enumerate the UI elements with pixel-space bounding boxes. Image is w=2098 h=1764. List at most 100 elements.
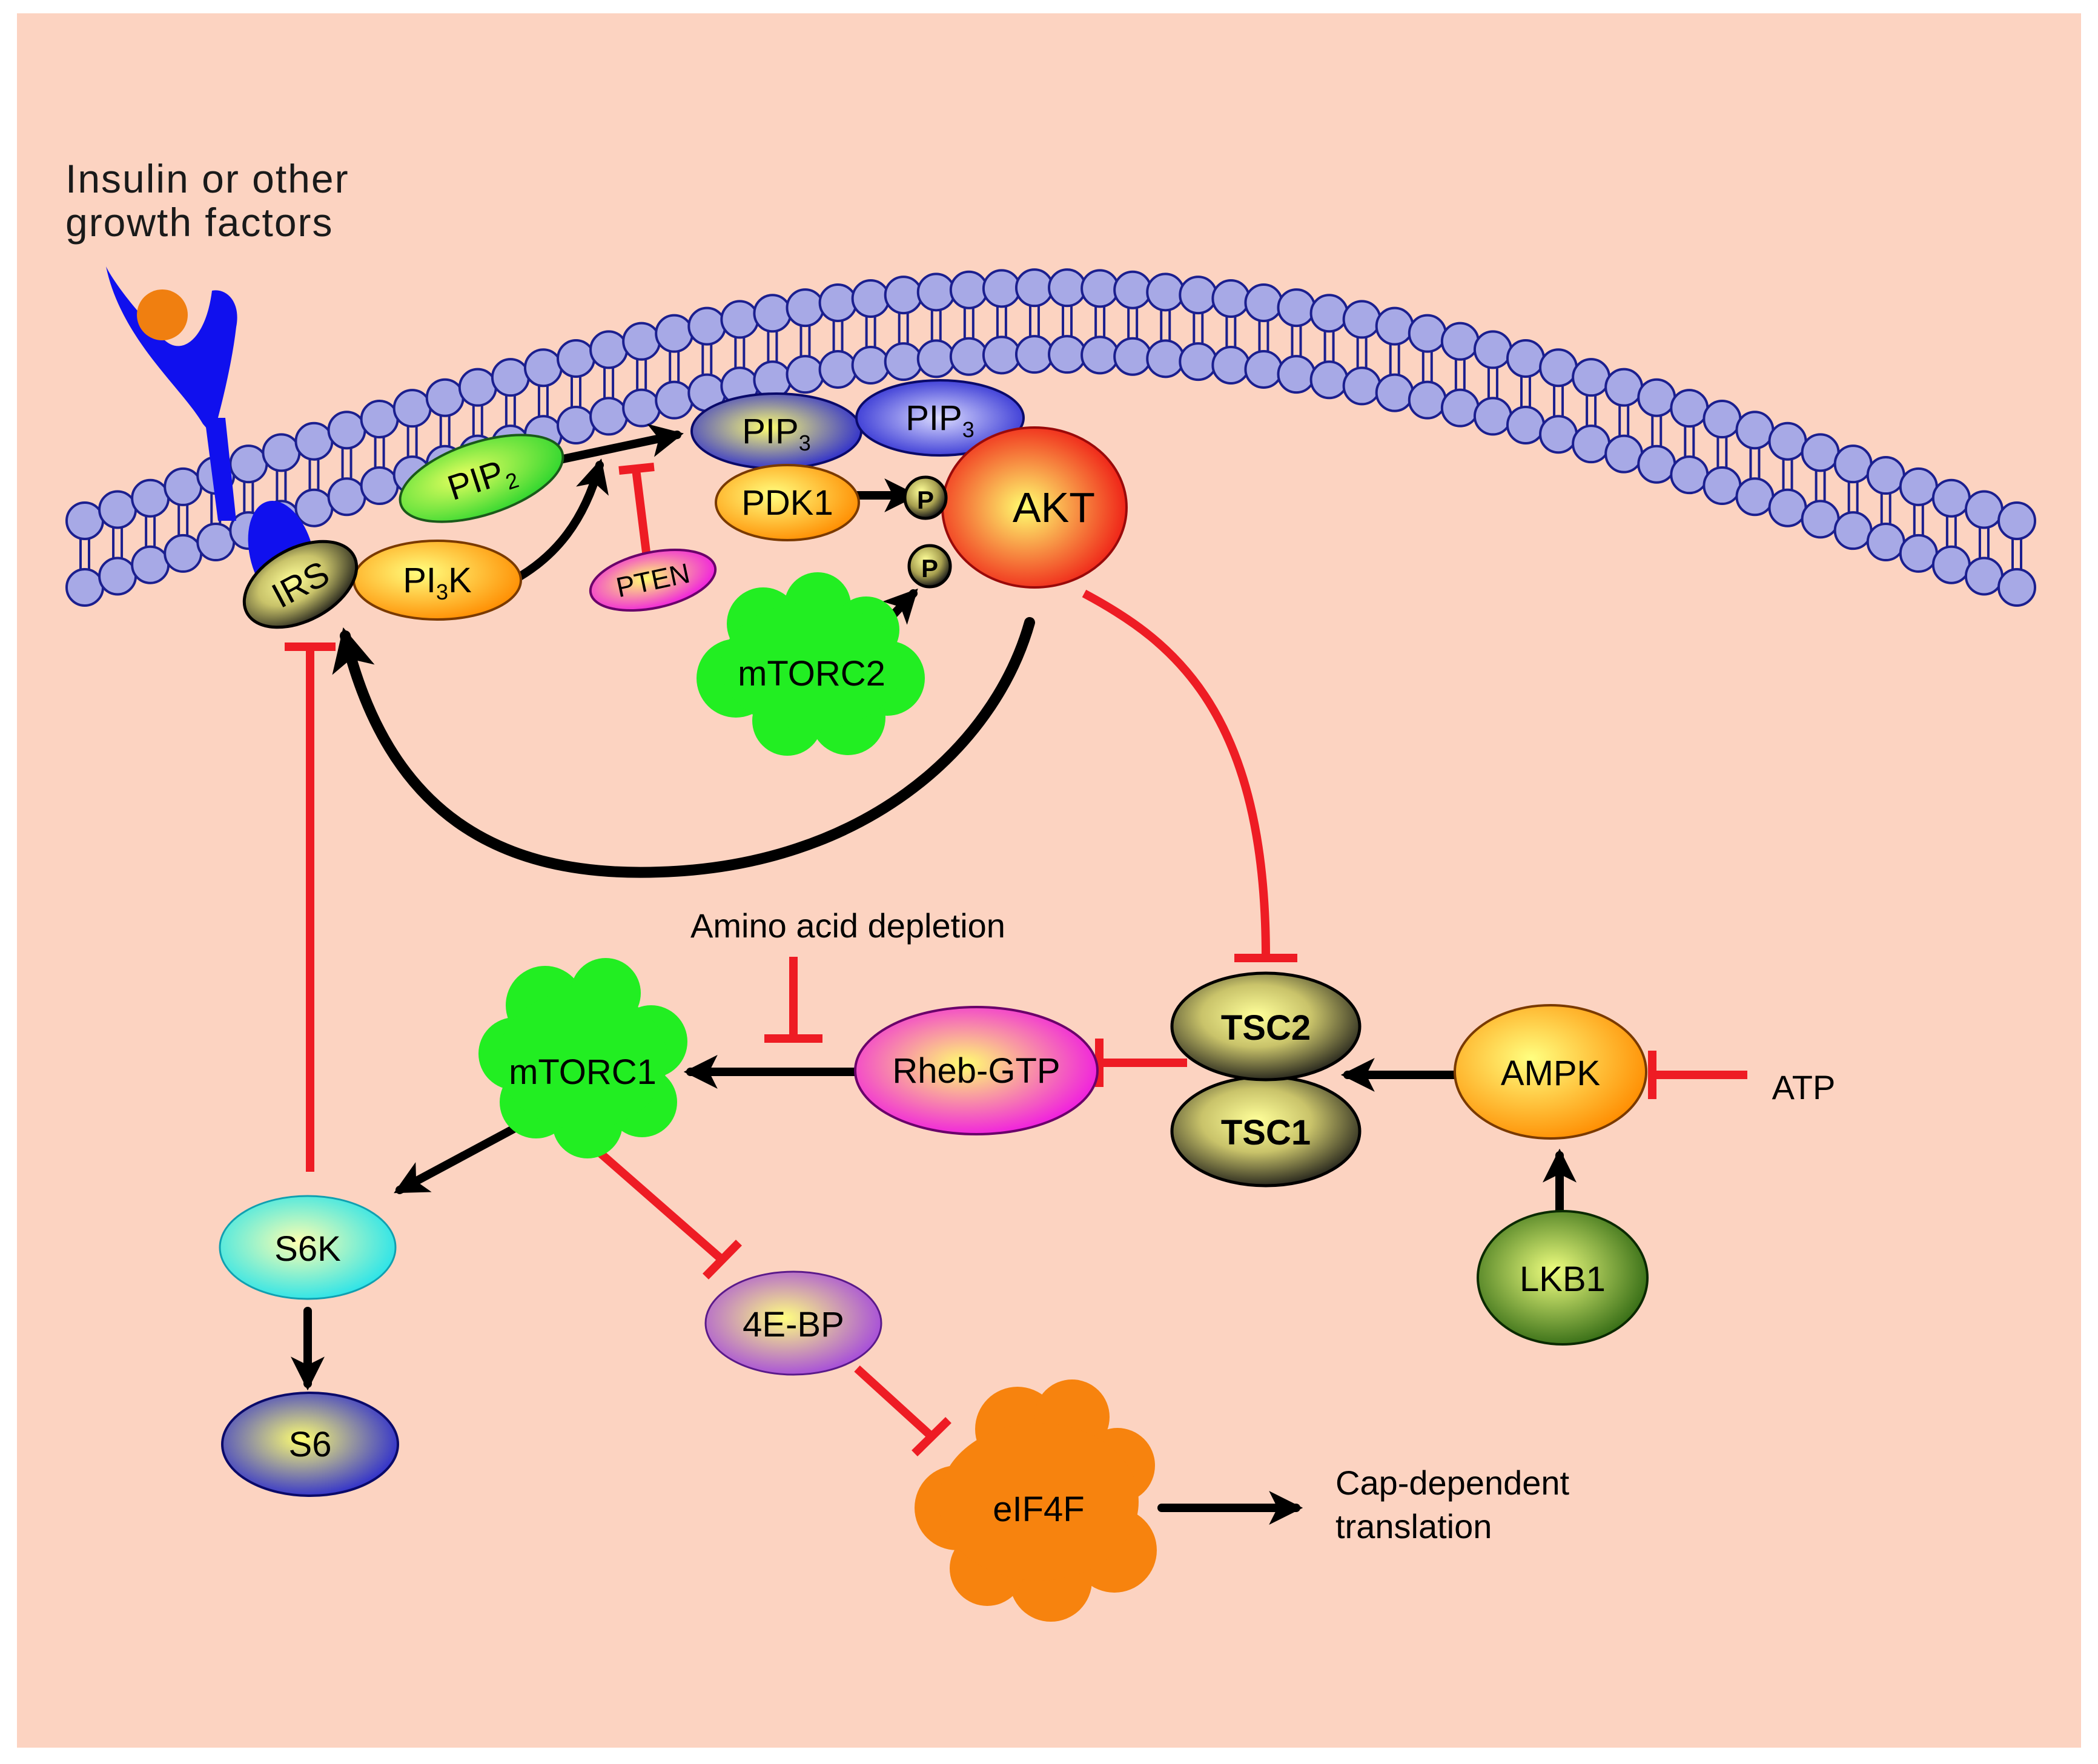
lipid-head <box>949 270 988 309</box>
pip2-to-pip3-arrow <box>553 423 684 464</box>
lipid-head <box>1866 523 1905 562</box>
lipid-head <box>1768 421 1807 461</box>
lipid-head <box>1179 276 1218 315</box>
phosphate-1: P <box>903 475 948 520</box>
pi3k-node[interactable]: PI3K <box>352 540 522 621</box>
4ebp-node[interactable]: 4E-BP <box>704 1270 882 1376</box>
s6-node[interactable]: S6 <box>221 1392 399 1497</box>
lipid-head <box>1244 283 1283 322</box>
pi3k-to-pip3-arrow <box>509 458 609 584</box>
lipid-head <box>916 273 956 312</box>
lipid-head <box>360 466 399 506</box>
lipid-head <box>523 348 563 388</box>
lipid-head <box>1801 500 1840 539</box>
lipid-head <box>392 389 432 428</box>
mtorc2-node[interactable]: mTORC2 <box>697 572 925 756</box>
4ebp-inhibits-eif4f-line <box>854 1365 951 1456</box>
lipid-head <box>982 335 1021 375</box>
lipid-head <box>1572 358 1611 397</box>
lipid-head <box>916 339 956 378</box>
rheb-gtp-node[interactable]: Rheb-GTP <box>854 1006 1099 1135</box>
lipid-head <box>1473 330 1512 369</box>
lipid-head <box>1539 415 1578 454</box>
lipid-head <box>1179 342 1218 382</box>
lipid-head <box>196 523 236 562</box>
lipid-head <box>949 337 988 376</box>
lipid-head <box>622 388 661 428</box>
lkb1-node[interactable]: LKB1 <box>1477 1210 1649 1346</box>
cap-dependent-translation-label: Cap-dependent translation <box>1335 1464 1579 1545</box>
lipid-head <box>753 294 792 333</box>
s6k-node[interactable]: S6K <box>219 1195 397 1300</box>
atp-label: ATP <box>1772 1068 1836 1106</box>
lipid-head <box>1899 467 1938 506</box>
lipid-head <box>982 269 1021 308</box>
lipid-head <box>1572 424 1611 464</box>
lipid-head <box>1309 360 1349 400</box>
lipid-head <box>1833 511 1873 550</box>
lipid-head <box>818 283 858 322</box>
lipid-head <box>1801 433 1840 472</box>
lipid-head <box>1408 380 1447 420</box>
lipid-head <box>131 545 170 584</box>
mtorc1-node[interactable]: mTORC1 <box>478 958 687 1158</box>
lipid-head <box>294 488 334 527</box>
lipid-head <box>786 355 825 394</box>
pip3-node-left[interactable]: PIP3 <box>690 392 862 470</box>
ampk-label: AMPK <box>1501 1054 1601 1093</box>
inhibition-lines <box>285 463 1747 1456</box>
lipid-head <box>786 288 825 328</box>
phosphate-2-label: P <box>921 554 938 583</box>
pdk1-node[interactable]: PDK1 <box>715 464 860 541</box>
phosphate-2: P <box>907 544 952 589</box>
tsc2-node[interactable]: TSC2 <box>1170 971 1362 1082</box>
ampk-node[interactable]: AMPK <box>1454 1004 1647 1140</box>
s6k-label: S6K <box>274 1229 341 1269</box>
lipid-head <box>1473 397 1512 436</box>
irs-node[interactable]: IRS <box>230 524 371 645</box>
eif4f-node[interactable]: eIF4F <box>915 1379 1157 1622</box>
lipid-head <box>851 279 890 318</box>
lipid-head <box>884 342 923 382</box>
lipid-head <box>1604 434 1644 474</box>
akt-node[interactable]: AKT <box>941 426 1128 589</box>
eif4f-label: eIF4F <box>993 1490 1085 1529</box>
mtorc1-inhibits-4ebp-line <box>598 1150 742 1280</box>
lipid-head <box>557 339 596 378</box>
4ebp-label: 4E-BP <box>743 1305 844 1344</box>
pip2-node[interactable]: PIP2 <box>389 418 573 540</box>
lipid-head <box>1997 501 2036 540</box>
lipid-head <box>655 380 694 420</box>
lipid-head <box>851 345 890 385</box>
tsc2-label: TSC2 <box>1221 1008 1311 1048</box>
lipid-head <box>1964 557 2004 596</box>
pten-node[interactable]: PTEN <box>585 540 721 621</box>
lipid-head <box>294 421 334 461</box>
lipid-head <box>1703 400 1742 439</box>
lipid-head <box>1506 339 1545 378</box>
lipid-head <box>1931 545 1971 584</box>
lipid-head <box>1080 269 1120 308</box>
tsc1-label: TSC1 <box>1221 1113 1311 1152</box>
tsc1-node[interactable]: TSC1 <box>1170 1075 1362 1188</box>
lipid-head <box>1375 373 1414 412</box>
lipid-head <box>98 490 137 529</box>
lipid-head <box>1866 456 1905 495</box>
lipid-head <box>1146 273 1185 312</box>
lipid-head <box>1014 268 1054 308</box>
lipid-head <box>1768 488 1807 527</box>
lipid-head <box>1735 477 1775 517</box>
lipid-head <box>1670 455 1709 495</box>
lipid-head <box>1408 314 1447 353</box>
lipid-head <box>1637 378 1676 417</box>
amino-acid-inhibits-mtorc1-line <box>764 957 822 1043</box>
atp-inhibits-ampk-line <box>1648 1051 1747 1099</box>
lipid-head <box>1113 270 1153 309</box>
lipid-head <box>262 433 301 472</box>
lipid-head <box>425 378 465 417</box>
lipid-head <box>1342 300 1382 339</box>
growth-factor-ligand <box>137 289 188 340</box>
pip3-node-right[interactable]: PIP3 <box>855 379 1025 457</box>
ligand-label: Insulin or other growth factors <box>65 156 362 245</box>
